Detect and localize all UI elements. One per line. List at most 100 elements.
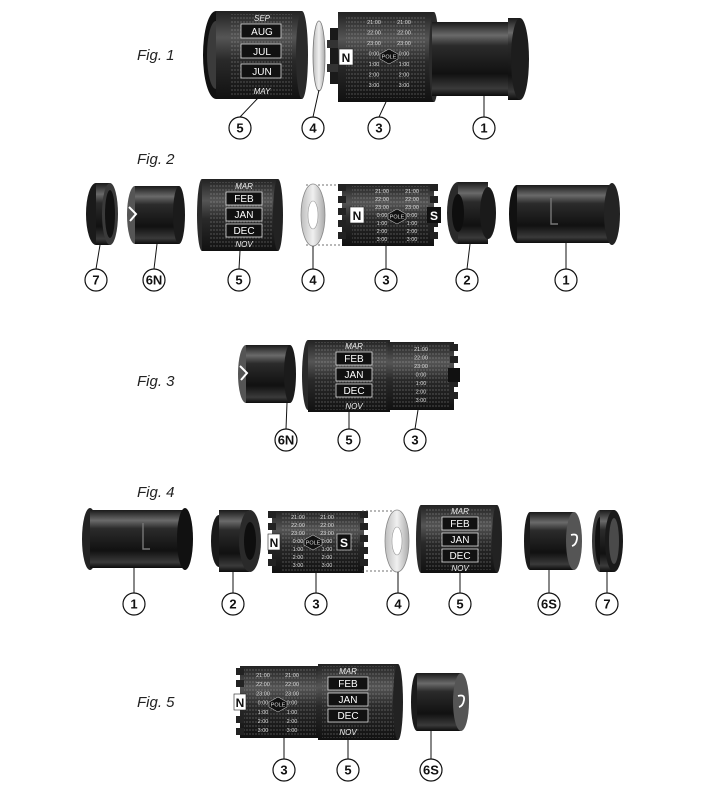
callout-leader-line <box>239 97 259 118</box>
hour-label: 1:00 <box>369 62 380 68</box>
hour-label: 0:00 <box>287 701 298 707</box>
fig4-pole-s: S <box>340 536 348 550</box>
hour-label: 3:00 <box>287 728 298 734</box>
callout-circle <box>227 268 251 292</box>
hour-label: 23:00 <box>375 205 389 211</box>
hour-label: 21:00 <box>291 515 305 521</box>
hour-label: 3:00 <box>416 398 427 404</box>
fig2-part5-date-dial: MAR FEB JAN DEC NOV <box>197 179 283 251</box>
callout-number: 4 <box>309 121 317 136</box>
fig5-pole-n: N <box>236 696 245 710</box>
fig2-part6n-cap <box>127 186 185 244</box>
callout-number: 4 <box>309 273 317 288</box>
hour-label: 0:00 <box>377 213 388 219</box>
hour-label: 2:00 <box>399 73 410 79</box>
fig5-hour-scale: 21:0022:0023:000:001:002:003:0021:0022:0… <box>256 673 299 734</box>
callout-number: 1 <box>480 121 487 136</box>
hour-label: 21:00 <box>405 189 419 195</box>
fig1-month-top: SEP <box>254 14 271 23</box>
hour-label: 1:00 <box>258 710 269 716</box>
callout-leader-line <box>285 402 288 430</box>
pole-marker-label: POLE <box>306 541 321 547</box>
fig4-hour-scale: 21:0022:0023:000:001:002:003:0021:0022:0… <box>291 515 334 569</box>
callout-number: 7 <box>92 273 99 288</box>
callout-number: 5 <box>456 597 463 612</box>
hour-label: 0:00 <box>322 539 333 545</box>
figure-5: Fig. 5 N 21:0022:0023:000:001:002:003:00… <box>137 664 469 782</box>
fig3-part6n-cap <box>238 345 296 403</box>
hour-label: 21:00 <box>367 20 381 26</box>
callout-circle <box>403 428 427 452</box>
callout-leader-line <box>238 250 241 270</box>
fig2-part2-bushing <box>447 182 496 244</box>
hour-label: 0:00 <box>258 701 269 707</box>
fig4-month-c: DEC <box>449 551 470 562</box>
callout-leader-line <box>95 244 101 270</box>
callout-circle <box>301 116 325 140</box>
callout-circle <box>304 592 328 616</box>
callout-number: 1 <box>130 597 137 612</box>
pole-marker <box>303 534 323 551</box>
fig2-month-a: FEB <box>234 194 254 205</box>
fig1-pole-n: N <box>342 51 351 65</box>
callout-circle <box>301 268 325 292</box>
pole-marker-label: POLE <box>271 703 286 709</box>
callout-leader-line <box>312 89 320 118</box>
callout-number: 5 <box>345 433 352 448</box>
fig4-part5-date-dial: MAR FEB JAN DEC NOV <box>416 505 502 573</box>
pole-marker <box>268 696 288 713</box>
fig1-month-c: JUN <box>252 67 271 78</box>
callout-circle <box>386 592 410 616</box>
hour-label: 3:00 <box>258 728 269 734</box>
callout-circle <box>472 116 496 140</box>
fig1-callouts: 5 4 3 1 <box>228 89 496 140</box>
hour-label: 21:00 <box>375 189 389 195</box>
hour-label: 0:00 <box>293 539 304 545</box>
hour-label: 2:00 <box>258 719 269 725</box>
hour-label: 3:00 <box>399 83 410 89</box>
fig2-month-bottom: NOV <box>235 240 253 249</box>
callout-circle <box>419 758 443 782</box>
fig2-part3-hour-dial: N S 21:0022:0023:000:001:002:003:0021:00… <box>338 184 441 246</box>
fig5-part5-date-dial: MAR FEB JAN DEC NOV <box>318 664 403 740</box>
figure-3: Fig. 3 MAR FEB JAN DEC NOV <box>137 340 460 452</box>
callout-number: 2 <box>463 273 470 288</box>
callout-number: 6S <box>541 597 557 612</box>
callout-number: 3 <box>411 433 418 448</box>
figure-4: Fig. 4 N S <box>82 484 623 616</box>
callout-number: 5 <box>236 121 243 136</box>
pole-marker-label: POLE <box>390 215 405 221</box>
callout-circle <box>374 268 398 292</box>
fig2-hour-scale: 21:0022:0023:000:001:002:003:0021:0022:0… <box>375 189 419 243</box>
fig4-part7-ring <box>592 510 623 572</box>
hour-label: 22:00 <box>256 682 270 688</box>
callout-number: 3 <box>375 121 382 136</box>
fig3-month-c: DEC <box>343 386 364 397</box>
hour-label: 2:00 <box>322 555 333 561</box>
callout-number: 7 <box>603 597 610 612</box>
hour-label: 22:00 <box>320 523 334 529</box>
hour-label: 22:00 <box>414 356 428 362</box>
fig1-part3-hour-dial: N 21:0022:0023:000:001:002:003:0021:0022… <box>327 12 439 102</box>
hour-label: 1:00 <box>293 547 304 553</box>
fig4-month-b: JAN <box>451 535 470 546</box>
hour-label: 1:00 <box>322 547 333 553</box>
callout-circle <box>367 116 391 140</box>
hour-label: 2:00 <box>293 555 304 561</box>
hour-label: 0:00 <box>369 52 380 58</box>
fig4-part4-washer <box>362 509 410 573</box>
fig2-month-c: DEC <box>233 226 254 237</box>
figure-3-label: Fig. 3 <box>137 373 175 390</box>
callout-number: 5 <box>235 273 242 288</box>
hour-label: 22:00 <box>405 197 419 203</box>
callout-circle <box>455 268 479 292</box>
hour-label: 21:00 <box>285 673 299 679</box>
hour-label: 1:00 <box>287 710 298 716</box>
figure-1-label: Fig. 1 <box>137 47 175 64</box>
callout-number: 6N <box>278 433 295 448</box>
fig3-month-a: FEB <box>344 354 364 365</box>
pole-marker-label: POLE <box>382 55 397 61</box>
